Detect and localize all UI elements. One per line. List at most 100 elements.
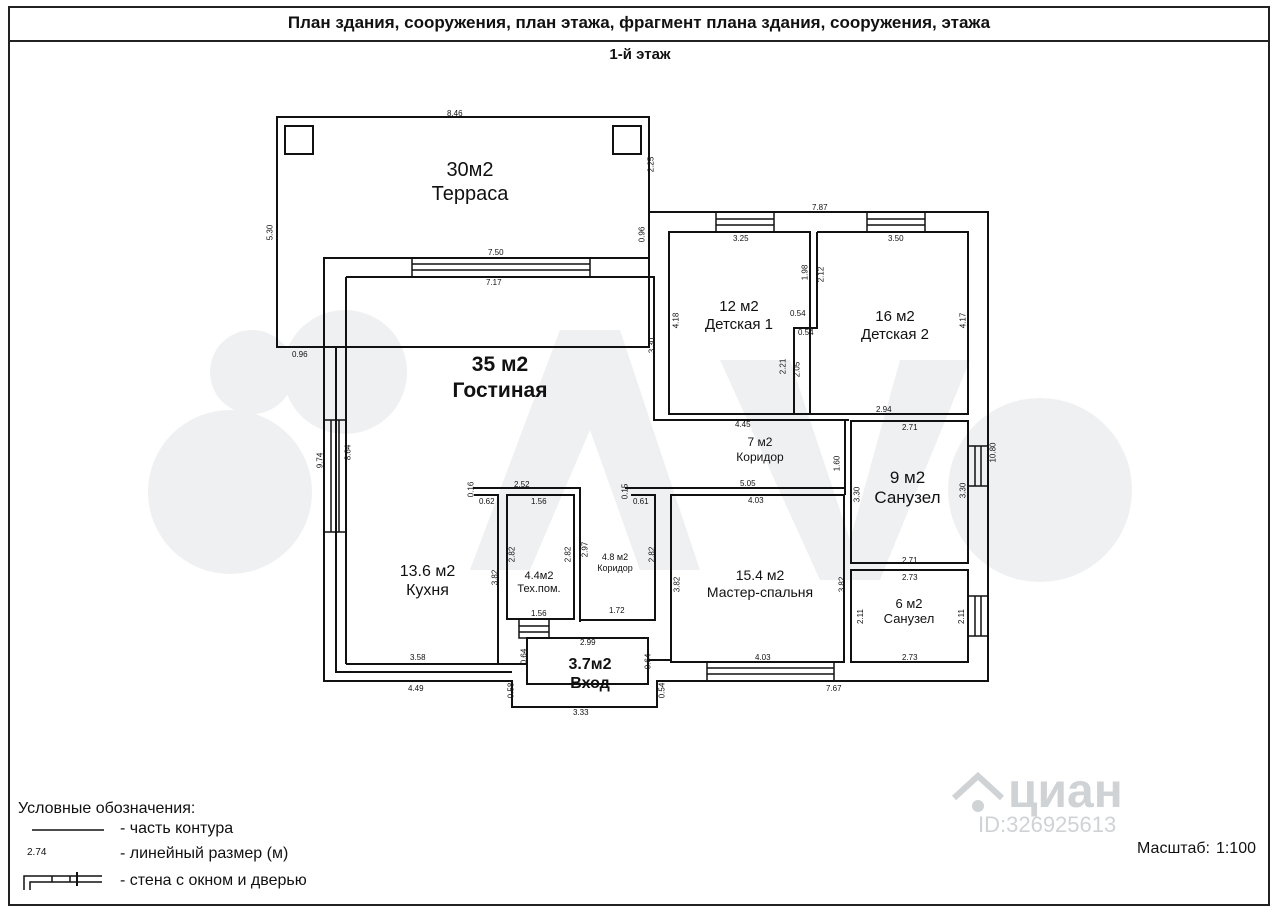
scale-label: Масштаб: bbox=[1137, 840, 1210, 857]
dim-label: 0.62 bbox=[479, 497, 495, 506]
room-name: Гостиная bbox=[452, 379, 548, 402]
dim-label: 1.60 bbox=[832, 455, 842, 472]
small-corridor-wall bbox=[580, 494, 656, 621]
dim-label: 2.11 bbox=[956, 609, 966, 624]
terrace-pillar bbox=[612, 125, 642, 155]
dim-label: 2.11 bbox=[855, 609, 865, 624]
scale-value: 1:100 bbox=[1215, 840, 1256, 857]
dim-label: 4.18 bbox=[671, 312, 681, 329]
room-name: Тех.пом. bbox=[517, 583, 561, 595]
dim-label: 0.61 bbox=[633, 497, 649, 506]
dim-label: 3.30 bbox=[852, 486, 862, 503]
legend-item: - линейный размер (м) bbox=[120, 845, 289, 862]
dim-label: 2.94 bbox=[876, 405, 892, 414]
dim-label: 2.73 bbox=[902, 573, 918, 582]
room-area: 3.7м2 bbox=[568, 656, 612, 673]
dim-label: 7.17 bbox=[486, 278, 502, 287]
dim-label: 3.50 bbox=[888, 234, 904, 243]
room-area: 4.8 м2 bbox=[601, 552, 629, 562]
room-name: Кухня bbox=[406, 582, 449, 599]
room-master: 15.4 м2 Мастер-спальня bbox=[680, 567, 840, 601]
dim-label: 2.25 bbox=[646, 156, 656, 173]
room-tech: 4.4м2 Тех.пом. bbox=[508, 570, 570, 596]
dim-label: 10.80 bbox=[988, 442, 998, 463]
legend-item: - часть контура bbox=[120, 820, 234, 837]
cian-logo-text: циан bbox=[1008, 765, 1123, 818]
dim-label: 0.96 bbox=[637, 226, 647, 243]
room-name: Терраса bbox=[431, 183, 509, 205]
dim-label: 0.64 bbox=[519, 648, 529, 665]
room-area: 30м2 bbox=[446, 159, 494, 181]
dim-label: 3.82 bbox=[490, 569, 500, 586]
dim-label: 3.82 bbox=[837, 576, 847, 593]
dim-label: 2.82 bbox=[507, 546, 517, 563]
dim-label: 2.52 bbox=[514, 480, 530, 489]
cian-id: ID:326925613 bbox=[978, 812, 1117, 837]
dim-label: 0.15 bbox=[620, 483, 630, 500]
dim-label: 7.67 bbox=[826, 684, 842, 693]
room-area: 13.6 м2 bbox=[399, 563, 456, 580]
room-name: Вход bbox=[570, 675, 610, 692]
dim-label: 0.54 bbox=[798, 328, 814, 337]
kitchen-wall bbox=[346, 494, 499, 665]
dim-label: 3.82 bbox=[672, 576, 682, 593]
terrace-pillar bbox=[284, 125, 314, 155]
dim-label: 0.64 bbox=[643, 653, 653, 670]
page-title: План здания, сооружения, план этажа, фра… bbox=[8, 6, 1270, 42]
room-bath6: 6 м2 Санузел bbox=[864, 596, 954, 626]
room-area: 35 м2 bbox=[471, 353, 529, 376]
dim-label: 0.96 bbox=[292, 350, 308, 359]
dim-label: 4.49 bbox=[408, 684, 424, 693]
room-name: Коридор bbox=[597, 563, 633, 573]
room-area: 7 м2 bbox=[747, 435, 773, 449]
legend-item: - стена с окном и дверью bbox=[120, 872, 307, 889]
dim-label: 3.33 bbox=[573, 708, 589, 717]
room-name: Санузел bbox=[874, 488, 941, 507]
dim-label: 7.50 bbox=[488, 248, 504, 257]
dim-label: 2.82 bbox=[647, 546, 657, 563]
scale: Масштаб: 1:100 bbox=[1131, 840, 1256, 858]
dim-label: 3.25 bbox=[733, 234, 749, 243]
kitchen-outer-line bbox=[335, 347, 512, 673]
legend-contour-sample bbox=[32, 829, 104, 831]
house-icon bbox=[951, 771, 1005, 812]
dim-label: 2.12 bbox=[816, 266, 826, 283]
dim-label: 2.05 bbox=[792, 361, 802, 378]
dim-label: 7.87 bbox=[812, 203, 828, 212]
dim-label: 4.45 bbox=[735, 420, 751, 429]
room-name: Мастер-спальня bbox=[706, 584, 814, 600]
room-name: Коридор bbox=[736, 450, 784, 464]
dim-label: 5.30 bbox=[265, 224, 275, 241]
room-kitchen: 13.6 м2 Кухня bbox=[380, 562, 475, 600]
room-name: Детская 1 bbox=[704, 316, 774, 333]
dim-label: 2.99 bbox=[580, 638, 596, 647]
legend-wall-sample bbox=[23, 872, 102, 890]
room-area: 4.4м2 bbox=[524, 570, 554, 582]
dim-label: 3.30 bbox=[958, 482, 968, 499]
windows bbox=[323, 211, 989, 682]
legend-dim-sample: 2.74 bbox=[27, 847, 47, 858]
dim-label: 4.17 bbox=[958, 312, 968, 329]
room-living: 35 м2 Гостиная bbox=[420, 352, 580, 404]
dim-label: 1.56 bbox=[531, 497, 547, 506]
kids2-walls bbox=[793, 231, 969, 415]
dim-label: 0.58 bbox=[506, 682, 516, 699]
dim-label: 9.74 bbox=[315, 452, 325, 469]
dim-label: 2.82 bbox=[563, 546, 573, 563]
dim-label: 1.56 bbox=[531, 609, 547, 618]
dim-label: 2.73 bbox=[902, 653, 918, 662]
room-bath9: 9 м2 Санузел bbox=[860, 468, 955, 508]
room-area: 16 м2 bbox=[875, 308, 915, 325]
dim-label: 2.97 bbox=[580, 541, 590, 558]
dim-label: 2.21 bbox=[778, 358, 788, 375]
drawing-frame bbox=[8, 6, 1270, 906]
dim-label: 5.05 bbox=[740, 479, 756, 488]
room-area: 6 м2 bbox=[895, 596, 923, 611]
legend-title: Условные обозначения: bbox=[18, 800, 196, 817]
dim-label: 8.64 bbox=[343, 444, 353, 461]
room-kids1: 12 м2 Детская 1 bbox=[684, 298, 794, 334]
dim-label: 2.71 bbox=[902, 423, 918, 432]
room-area: 12 м2 bbox=[719, 298, 759, 315]
